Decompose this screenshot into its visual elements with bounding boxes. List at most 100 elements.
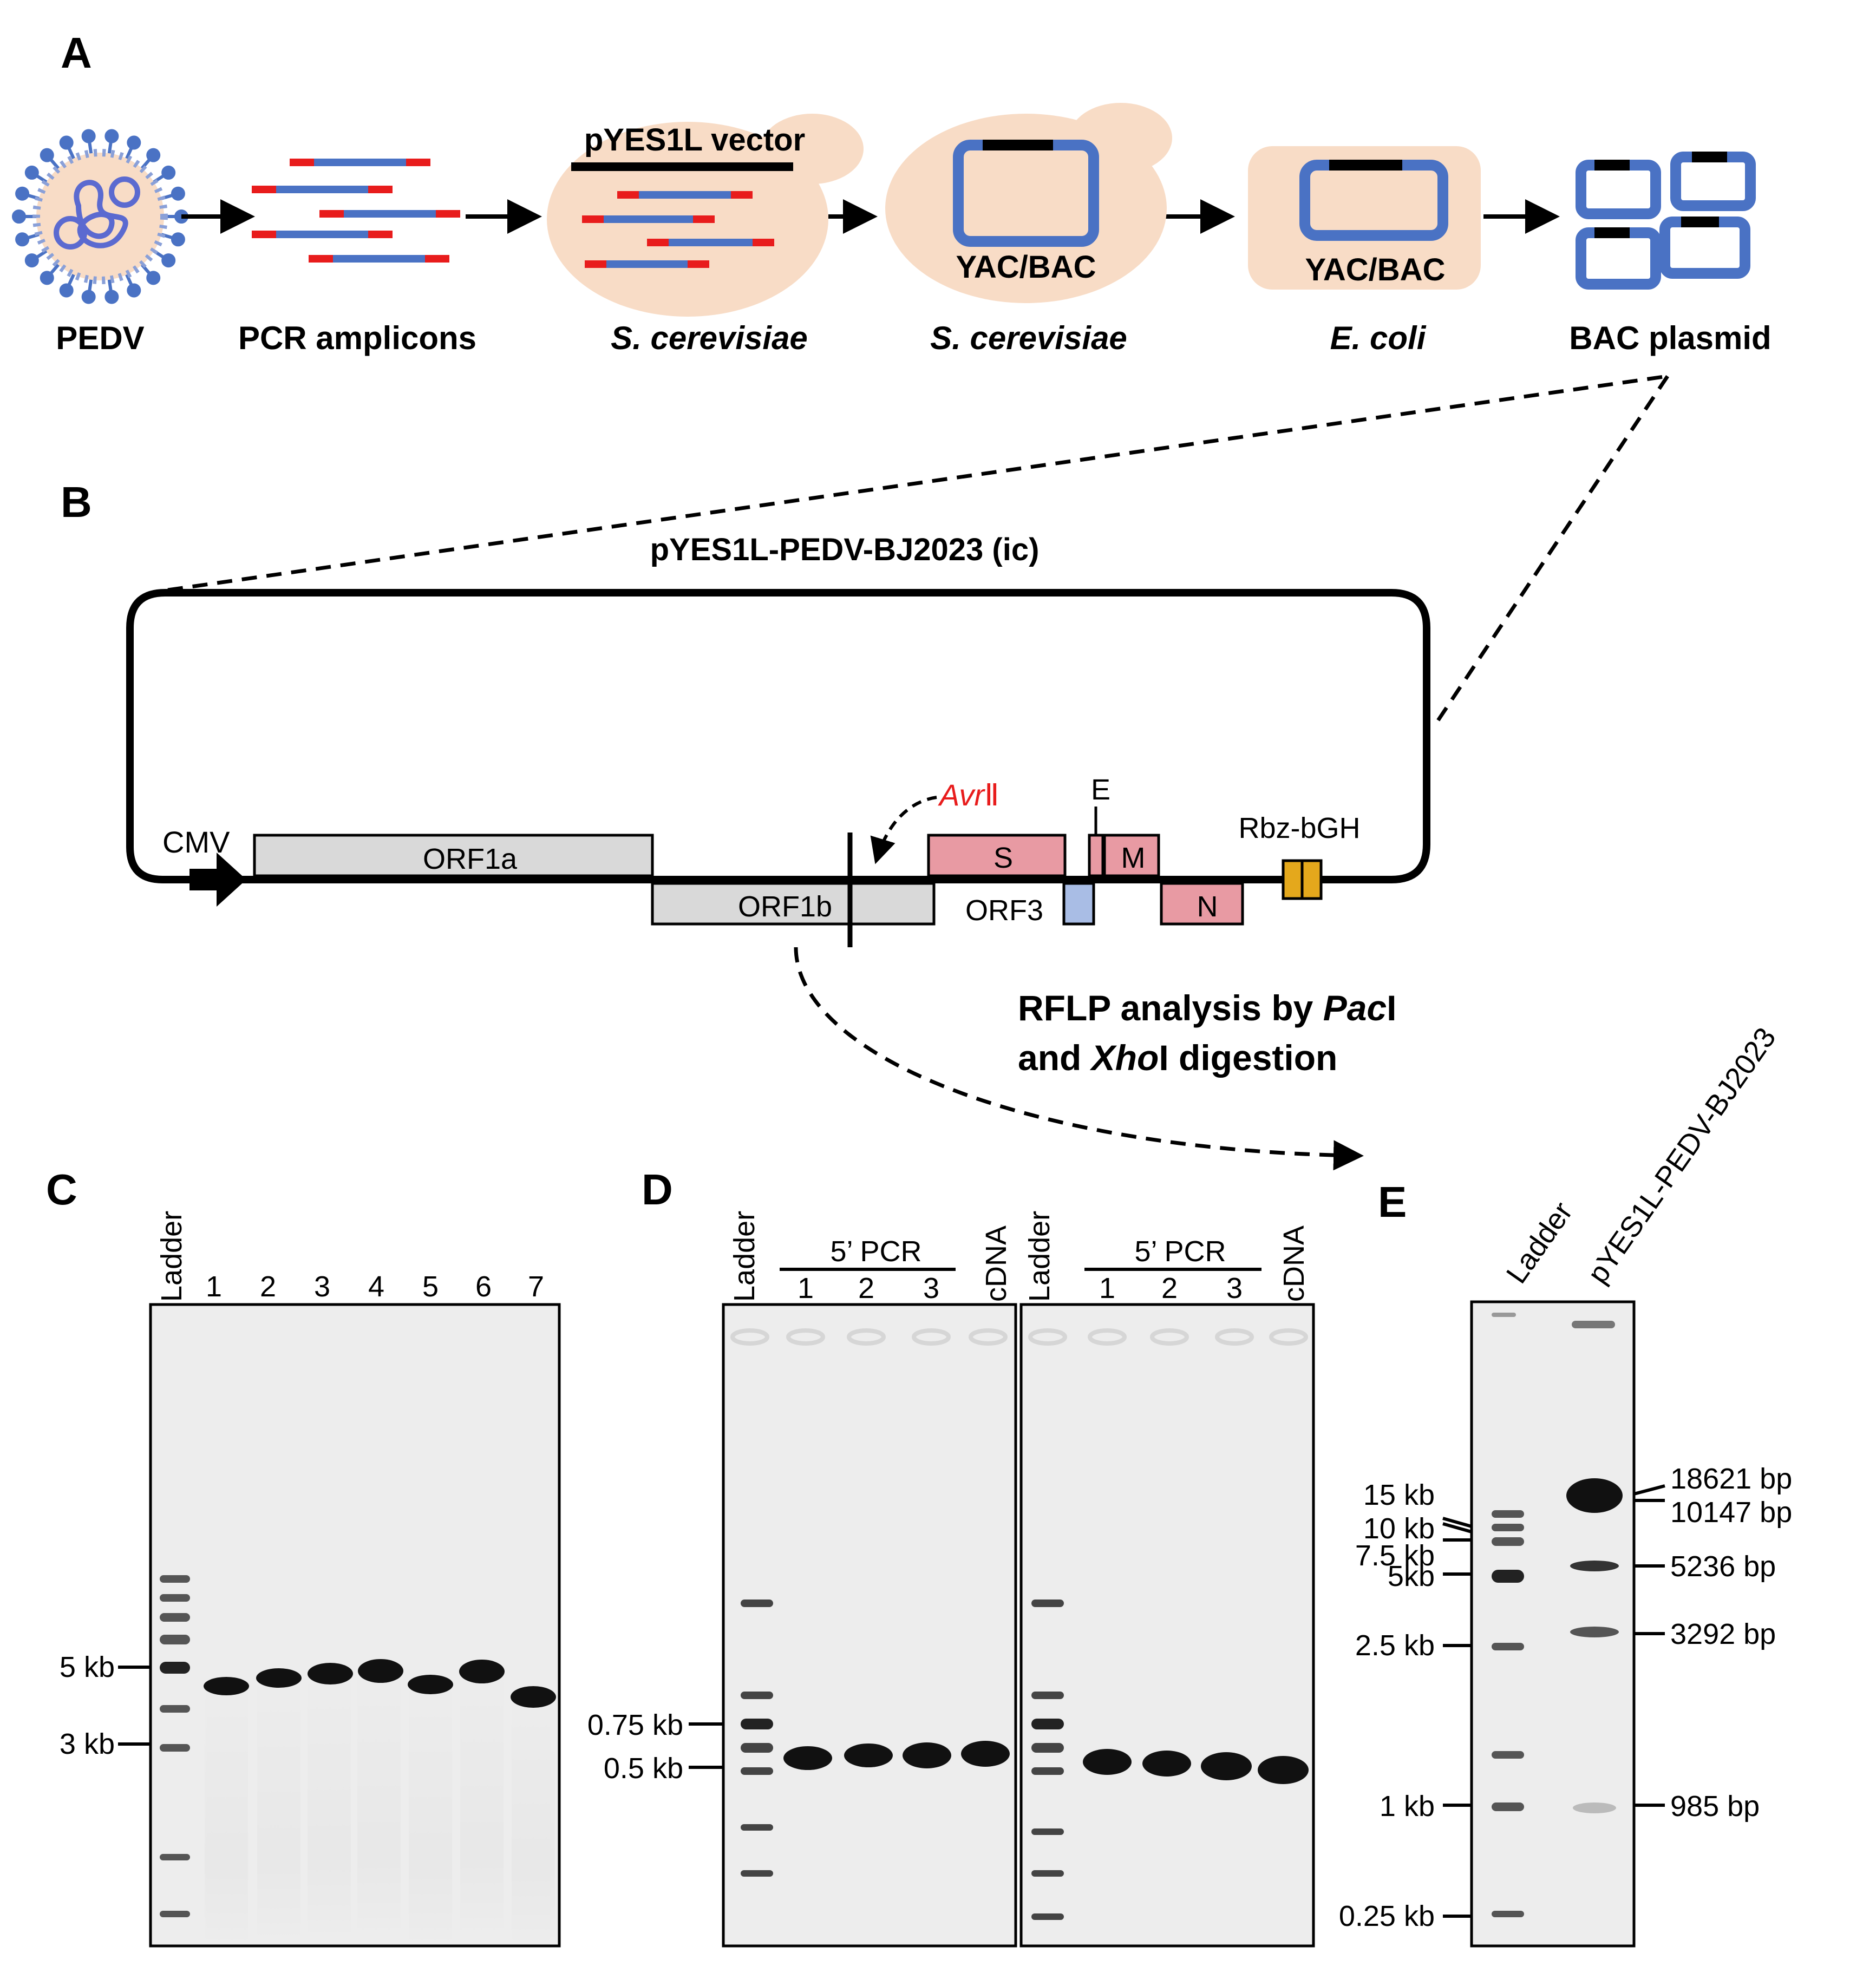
band (358, 1659, 403, 1683)
yeast-cell-icon (885, 103, 1172, 303)
marker-label: 1 kb (1380, 1790, 1435, 1823)
step-label-yeast-1: S. cerevisiae (611, 320, 808, 356)
band (1570, 1627, 1619, 1637)
m-label: M (1121, 842, 1146, 874)
step-label-ecoli: E. coli (1330, 320, 1427, 356)
lane-label: 2 (260, 1270, 276, 1303)
orf1b-box (651, 882, 936, 926)
group-label: 5’ PCR (1134, 1235, 1226, 1268)
band (204, 1677, 249, 1695)
yeast-cell-icon (547, 114, 864, 317)
cmv-label: CMV (162, 825, 230, 859)
band (1573, 1802, 1616, 1813)
band (1258, 1756, 1309, 1784)
band (1201, 1752, 1252, 1780)
band (256, 1668, 302, 1688)
group-label: 5’ PCR (830, 1235, 921, 1268)
lane-label: 1 (798, 1272, 814, 1305)
virus-icon (12, 129, 188, 304)
construct-title: pYES1L-PEDV-BJ2023 (ic) (650, 532, 1040, 567)
cdna-label: cDNA (1278, 1225, 1310, 1302)
band (1142, 1751, 1191, 1777)
plasmid-backbone (126, 589, 1430, 883)
bands-c (204, 1659, 556, 1708)
n-gene-box (1160, 882, 1244, 926)
avrii-label: AvrⅡ (938, 778, 999, 812)
marker-label: 15 kb (1363, 1479, 1435, 1511)
band (459, 1660, 505, 1683)
lane-label: 6 (475, 1270, 492, 1303)
gel-e (1470, 1300, 1636, 1948)
gel-d-left (722, 1303, 1017, 1948)
pcr-amplicons-icon (252, 159, 460, 263)
e-label: E (1091, 774, 1110, 806)
marker-label: 2.5 kb (1355, 1629, 1435, 1662)
rflp-line-1: RFLP analysis by PacI (1018, 988, 1396, 1028)
plasmid-icon (1576, 152, 1756, 290)
band (1566, 1478, 1623, 1513)
step-label-yeast-2: S. cerevisiae (930, 320, 1127, 356)
ladder-d-left (741, 1600, 773, 1877)
band (903, 1742, 951, 1768)
s-gene-box (927, 834, 1067, 877)
lane-label: 4 (368, 1270, 384, 1303)
panel-b-label: B (61, 478, 92, 526)
ladder-d-right (1031, 1600, 1064, 1920)
ladder-label: Ladder (155, 1211, 188, 1302)
n-label: N (1197, 890, 1218, 923)
lane-label: 1 (206, 1270, 222, 1303)
ladder-label: Ladder (1023, 1211, 1056, 1302)
band (1570, 1561, 1619, 1571)
vector-label: pYES1L vector (584, 122, 805, 158)
size-label: 18621 bp (1670, 1463, 1792, 1495)
marker-label: 10 kb (1363, 1512, 1435, 1545)
marker-label: 0.5 kb (604, 1752, 683, 1785)
ladder-label: Ladder (728, 1211, 761, 1302)
lane-label: 5 (422, 1270, 439, 1303)
orf3-label: ORF3 (965, 894, 1043, 927)
cmv-promoter-arrow (189, 853, 246, 907)
lane-label: 3 (923, 1272, 939, 1305)
yacbac-label: YAC/BAC (956, 250, 1096, 285)
marker-label: 5 kb (60, 1651, 115, 1683)
marker-label: 7.5 kb (1355, 1539, 1435, 1572)
zoom-line (1433, 375, 1669, 726)
orf1a-label: ORF1a (423, 843, 518, 875)
gel-d-right (1019, 1303, 1315, 1948)
panel-c-label: C (46, 1165, 77, 1214)
ladder-c (160, 1575, 190, 1917)
orf3-box (1062, 882, 1095, 926)
size-label: 10147 bp (1670, 1496, 1792, 1529)
zoom-line (167, 374, 1668, 592)
lane-label: 7 (528, 1270, 544, 1303)
e-gene-box (1088, 834, 1104, 877)
band (408, 1675, 453, 1694)
cdna-label: cDNA (980, 1225, 1012, 1302)
marker-label: 0.25 kb (1339, 1900, 1435, 1932)
bands-d (783, 1741, 1309, 1784)
sample-label: pYES1L-PEDV-BJ2023 (1581, 1022, 1782, 1289)
step-label-bac: BAC plasmid (1569, 320, 1771, 356)
panel-e-label: E (1378, 1178, 1407, 1226)
band (1083, 1749, 1132, 1775)
ladder-label: Ladder (1500, 1196, 1579, 1289)
lane-label: 3 (1226, 1272, 1243, 1305)
s-label: S (993, 842, 1013, 874)
band (844, 1743, 893, 1767)
rflp-line-2: and XhoI digestion (1018, 1038, 1337, 1078)
ladder-e (1492, 1313, 1524, 1917)
step-label-pedv: PEDV (56, 320, 144, 356)
step-label-pcr: PCR amplicons (238, 320, 476, 356)
size-label: 3292 bp (1670, 1618, 1776, 1650)
panel-d-label: D (642, 1165, 673, 1214)
lane-label: 2 (1161, 1272, 1178, 1305)
marker-label: 3 kb (60, 1728, 115, 1760)
lane-label: 1 (1099, 1272, 1115, 1305)
marker-label: 5kb (1388, 1560, 1435, 1592)
rbz-label: Rbz-bGH (1238, 812, 1360, 844)
avrii-pointer (870, 796, 937, 864)
m-gene-box (1103, 834, 1160, 877)
ecoli-cell-icon (1248, 146, 1481, 290)
bands-e (1566, 1321, 1623, 1813)
